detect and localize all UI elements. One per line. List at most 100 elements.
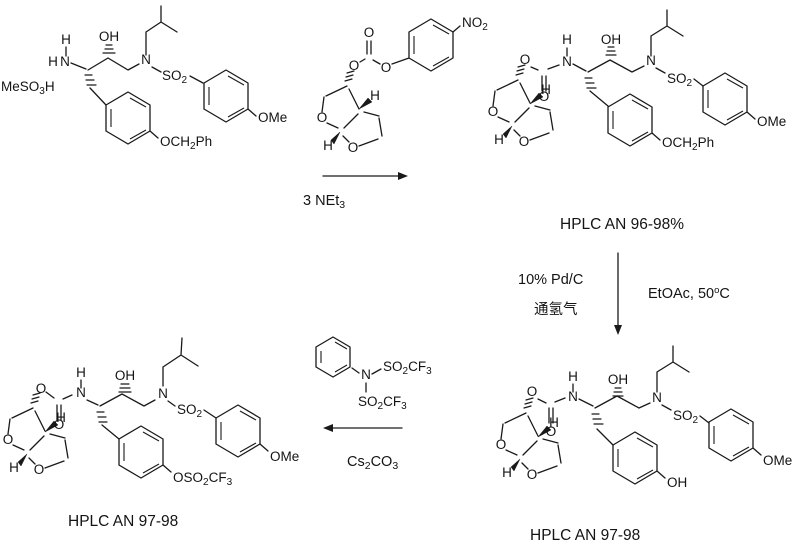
sulfonyl-label: SO2 [177, 402, 203, 420]
sulfonamide-n-label: N [141, 52, 151, 67]
aromatic-inner-bonds [612, 99, 649, 142]
hashed-stereo-bonds [30, 383, 132, 423]
aromatic-inner-bonds [220, 410, 257, 453]
carbonyl-o-label: O [539, 89, 550, 104]
reagent-triflimide: N SO2CF3 SO2CF3 [315, 336, 432, 412]
furan-o-label: O [34, 462, 45, 477]
sulfonyl-label: SO2 [162, 68, 188, 86]
triflyl-label: SO2CF3 [358, 394, 407, 412]
hydroxyl-label: OH [99, 29, 119, 44]
aromatic-inner-bonds [110, 97, 147, 140]
hydroxyl-label: OH [608, 372, 628, 387]
carbamate-n-label: N [76, 385, 86, 400]
benzene-ring-nitrophenyl [408, 18, 454, 72]
benzene-ring-anisole [702, 72, 748, 126]
carbamate-n-label: N [562, 54, 572, 69]
yield-product2: HPLC AN 97-98 [530, 527, 640, 544]
methoxy-label: OMe [270, 449, 299, 464]
aryl-triflate-label: OSO2CF3 [173, 470, 233, 488]
reagent-base-label: Cs2CO3 [347, 454, 398, 472]
benzene-ring-anisole [215, 404, 261, 458]
benzyloxy-label: OCH2Ph [160, 134, 212, 152]
stereo-h-label: H [494, 132, 504, 147]
methoxy-label: OMe [258, 110, 287, 125]
yield-product1: HPLC AN 96-98% [560, 216, 684, 233]
wedge-bond [330, 131, 341, 145]
furan-o-label: O [3, 432, 14, 447]
stereo-h-label: H [549, 415, 559, 430]
stereo-h-label: H [9, 460, 19, 475]
phenol-oh-label: OH [667, 475, 687, 490]
aromatic-inner-bonds [320, 341, 348, 373]
reagent-solvent-label: EtOAc, 50oC [648, 285, 730, 302]
wedge-bond [17, 453, 28, 467]
furan-o-label: O [519, 134, 530, 149]
wedge-bond [502, 125, 513, 139]
stereo-h-label: H [370, 88, 380, 103]
amine-h-label: H [48, 54, 58, 69]
stereo-h-label: H [541, 82, 551, 97]
carbonyl-o-label: O [364, 25, 375, 40]
skeleton-bonds [492, 9, 756, 141]
imide-n-label: N [361, 367, 371, 382]
mesylate-salt-label: MeSO3H [1, 79, 55, 97]
skeleton-bonds [7, 337, 269, 473]
aromatic-inner-bonds [413, 24, 450, 67]
skeleton-bonds [500, 345, 762, 479]
skeleton-bonds [65, 5, 257, 139]
carbamate-o-label: O [520, 52, 531, 67]
benzene-ring-tyrosine [105, 91, 151, 145]
aromatic-inner-bonds [208, 75, 245, 118]
aromatic-inner-bonds [707, 78, 744, 121]
stereo-h-label: H [502, 465, 512, 480]
arrow-step2: 10% Pd/C 通氢气 EtOAc, 50oC [518, 252, 730, 335]
benzene-ring-phenyl [315, 336, 351, 378]
furan-o-label: O [317, 110, 328, 125]
amine-n-label: N [60, 54, 70, 69]
furan-o-label: O [527, 467, 538, 482]
sulfonyl-label: SO2 [673, 408, 699, 426]
benzene-ring-anisole [708, 408, 754, 462]
hashed-stereo-bonds [344, 70, 355, 82]
arrowhead [323, 424, 333, 432]
furan-o-label: O [348, 140, 359, 155]
structure-amine-mesylate: MeSO3H H H N OH N SO2 OMe OCH2Ph [1, 5, 287, 152]
arrow-step3: Cs2CO3 [323, 424, 403, 472]
hashed-stereo-bonds [84, 44, 116, 86]
reagent-catalyst-label: 10% Pd/C [518, 272, 583, 288]
furan-o-label: O [488, 104, 499, 119]
reagent-step1-label: 3 NEt3 [303, 193, 345, 211]
carbamate-n-label: N [568, 389, 578, 404]
benzyloxy-label: OCH2Ph [662, 135, 714, 153]
stereo-h-label: H [56, 410, 66, 425]
sulfonamide-n-label: N [646, 53, 656, 68]
triflyl-label: SO2CF3 [383, 359, 432, 377]
sulfonamide-n-label: N [158, 386, 168, 401]
hashed-stereo-bonds [523, 387, 624, 425]
wedge-bond [358, 97, 373, 110]
carbonyl-o-label: O [546, 424, 557, 439]
aromatic-inner-bonds [123, 431, 160, 474]
wedge-bond [537, 425, 552, 438]
carbamate-o-label: O [36, 381, 47, 396]
reagent-gas-label: 通氢气 [534, 301, 578, 318]
arrowhead [398, 172, 408, 180]
amine-h-label: H [61, 32, 71, 47]
nh-h-label: H [562, 32, 572, 47]
carbonyl-o-label: O [54, 417, 65, 432]
structure-product-obn: O O N H OH N SO2 OMe OCH2Ph O O H H HPLC… [488, 9, 786, 233]
nh-h-label: H [76, 365, 86, 380]
hydroxyl-label: OH [601, 32, 621, 47]
furan-o-label: O [496, 437, 507, 452]
benzene-ring-tyrosine [612, 431, 658, 485]
skeleton-bonds [351, 367, 382, 393]
arrow-step1: 3 NEt3 [303, 172, 408, 211]
wedge-bond [44, 420, 59, 433]
methoxy-label: OMe [757, 114, 786, 129]
ester-o-label: O [381, 60, 392, 75]
nh-h-label: H [568, 369, 578, 384]
aromatic-inner-bonds [713, 414, 750, 457]
hashed-stereo-bonds [515, 46, 617, 89]
